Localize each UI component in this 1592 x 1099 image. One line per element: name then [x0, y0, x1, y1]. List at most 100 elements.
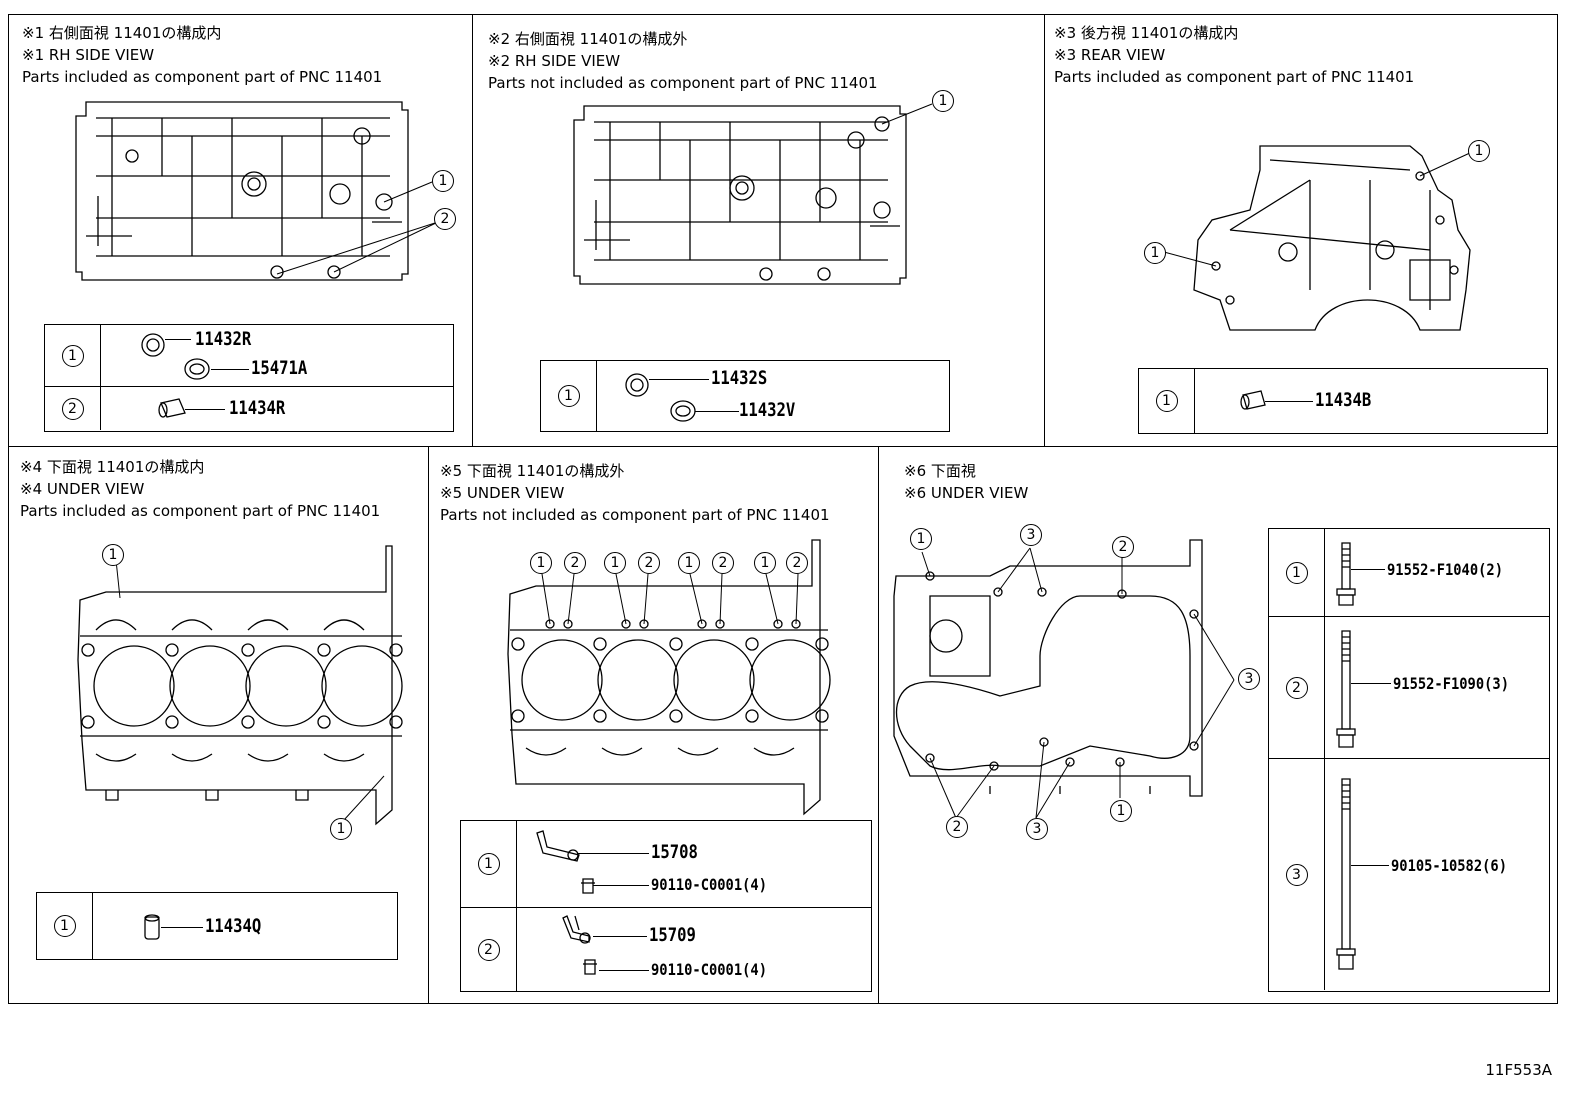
part-number: 11434R	[229, 397, 286, 419]
dowel-pin-icon	[157, 397, 197, 421]
panel-3-title-en: ※3 REAR VIEW	[1054, 46, 1166, 64]
leader-line	[1351, 683, 1391, 684]
callout-1: 1	[477, 853, 500, 875]
parts-row: 2 91552-F1090(3)	[1269, 617, 1549, 759]
leader-line	[185, 409, 225, 410]
parts-row: 2 11434R	[45, 387, 453, 430]
divider	[472, 14, 473, 446]
part-number: 90105-10582(6)	[1391, 856, 1507, 875]
leader-line	[165, 339, 191, 340]
leader-line	[593, 885, 649, 886]
callout-2: 2	[638, 552, 660, 574]
callout-1: 1	[102, 544, 124, 566]
rh-side-view-block-illustration	[570, 100, 910, 285]
part-number: 11434Q	[205, 915, 262, 937]
callout-2: 2	[1112, 536, 1134, 558]
parts-row: 1 11434B	[1139, 369, 1547, 433]
panel-5-header: ※5 下面視 11401の構成外 ※5 UNDER VIEW Parts not…	[440, 460, 830, 526]
callout-2: 2	[1285, 676, 1308, 699]
part-number: 11432V	[739, 399, 796, 421]
leader-line	[211, 369, 249, 370]
diagram-frame	[8, 14, 1558, 1004]
part-number: 90110-C0001(4)	[651, 960, 767, 979]
part-number: 91552-F1040(2)	[1387, 560, 1503, 579]
panel-2-title-jp: ※2 右側面視 11401の構成外	[488, 30, 688, 48]
panel-5-parts-table: 1 15708 90110-C0001(4) 2 15709 90110-C00…	[460, 820, 872, 992]
bolt-icon	[1331, 627, 1361, 753]
callout-1: 1	[1144, 242, 1166, 264]
part-number: 11432R	[195, 328, 252, 350]
rh-side-view-block-illustration	[72, 96, 412, 281]
parts-row: 3 90105-10582(6)	[1269, 759, 1549, 990]
callout-1: 1	[53, 915, 76, 937]
callout-3: 3	[1285, 863, 1308, 886]
leader-line	[1351, 865, 1389, 866]
panel-1-description: Parts included as component part of PNC …	[22, 68, 383, 86]
oil-jet-icon	[561, 912, 611, 984]
dowel-pin-icon	[141, 911, 165, 943]
panel-6-parts-table: 1 91552-F1040(2) 2 91552-F1090(3) 3 9010…	[1268, 528, 1550, 992]
panel-1-header: ※1 右側面視 11401の構成内 ※1 RH SIDE VIEW Parts …	[22, 22, 382, 88]
panel-4-parts-table: 1 11434Q	[36, 892, 398, 960]
bolt-icon	[1331, 775, 1361, 985]
callout-1: 1	[1285, 561, 1308, 584]
panel-2-title-en: ※2 RH SIDE VIEW	[488, 52, 621, 70]
callout-3: 3	[1020, 524, 1042, 546]
panel-1-title-en: ※1 RH SIDE VIEW	[22, 46, 155, 64]
parts-row: 2 15709 90110-C0001(4)	[461, 908, 871, 991]
panel-6-title-en: ※6 UNDER VIEW	[904, 484, 1029, 502]
part-number: 15709	[649, 924, 696, 946]
leader-line	[577, 853, 649, 854]
leader-line	[599, 970, 649, 971]
panel-5-title-jp: ※5 下面視 11401の構成外	[440, 462, 625, 480]
panel-5-description: Parts not included as component part of …	[440, 506, 830, 524]
leader-line	[1265, 401, 1313, 402]
callout-1: 1	[1468, 140, 1490, 162]
dowel-pin-icon	[1239, 389, 1279, 413]
callout-2: 2	[477, 938, 500, 961]
panel-5-title-en: ※5 UNDER VIEW	[440, 484, 565, 502]
callout-1: 1	[910, 528, 932, 550]
plug-seal-icon	[619, 367, 709, 427]
panel-3-title-jp: ※3 後方視 11401の構成内	[1054, 24, 1239, 42]
parts-row: 1 11434Q	[37, 893, 397, 959]
parts-row: 1 11432R 15471A	[45, 325, 453, 387]
panel-3-description: Parts included as component part of PNC …	[1054, 68, 1415, 86]
callout-2: 2	[786, 552, 808, 574]
under-view-bedplate-illustration	[890, 536, 1220, 798]
callout-1: 1	[432, 170, 454, 192]
callout-3: 3	[1026, 818, 1048, 840]
panel-3-header: ※3 後方視 11401の構成内 ※3 REAR VIEW Parts incl…	[1054, 22, 1414, 88]
leader-line	[649, 379, 709, 380]
leader-line	[1351, 569, 1385, 570]
callout-1: 1	[530, 552, 552, 574]
panel-3-parts-table: 1 11434B	[1138, 368, 1548, 434]
callout-2: 2	[564, 552, 586, 574]
callout-2: 2	[946, 816, 968, 838]
callout-3: 3	[1238, 668, 1260, 690]
panel-1-parts-table: 1 11432R 15471A 2 11434R	[44, 324, 454, 432]
callout-1: 1	[604, 552, 626, 574]
callout-1: 1	[754, 552, 776, 574]
under-view-block-illustration	[76, 540, 412, 824]
plug-seal-icon	[135, 329, 225, 385]
callout-1: 1	[557, 385, 580, 407]
panel-6-title-jp: ※6 下面視	[904, 462, 976, 480]
leader-line	[161, 927, 203, 928]
illustration-code: 11F553A	[1485, 1061, 1552, 1079]
part-number: 11432S	[711, 367, 768, 389]
leader-lines	[277, 182, 438, 274]
panel-1-title-jp: ※1 右側面視 11401の構成内	[22, 24, 222, 42]
panel-6-header: ※6 下面視 ※6 UNDER VIEW	[904, 460, 1028, 504]
callout-1: 1	[1155, 390, 1178, 412]
callout-1: 1	[1110, 800, 1132, 822]
parts-row: 1 11432S 11432V	[541, 361, 949, 431]
callout-2: 2	[712, 552, 734, 574]
callout-1: 1	[932, 90, 954, 112]
under-view-block-illustration	[506, 534, 836, 814]
bolt-icon	[1331, 539, 1361, 611]
callout-2: 2	[434, 208, 456, 230]
part-number: 90110-C0001(4)	[651, 875, 767, 894]
rear-view-block-illustration	[1190, 140, 1480, 335]
panel-2-header: ※2 右側面視 11401の構成外 ※2 RH SIDE VIEW Parts …	[488, 28, 878, 94]
